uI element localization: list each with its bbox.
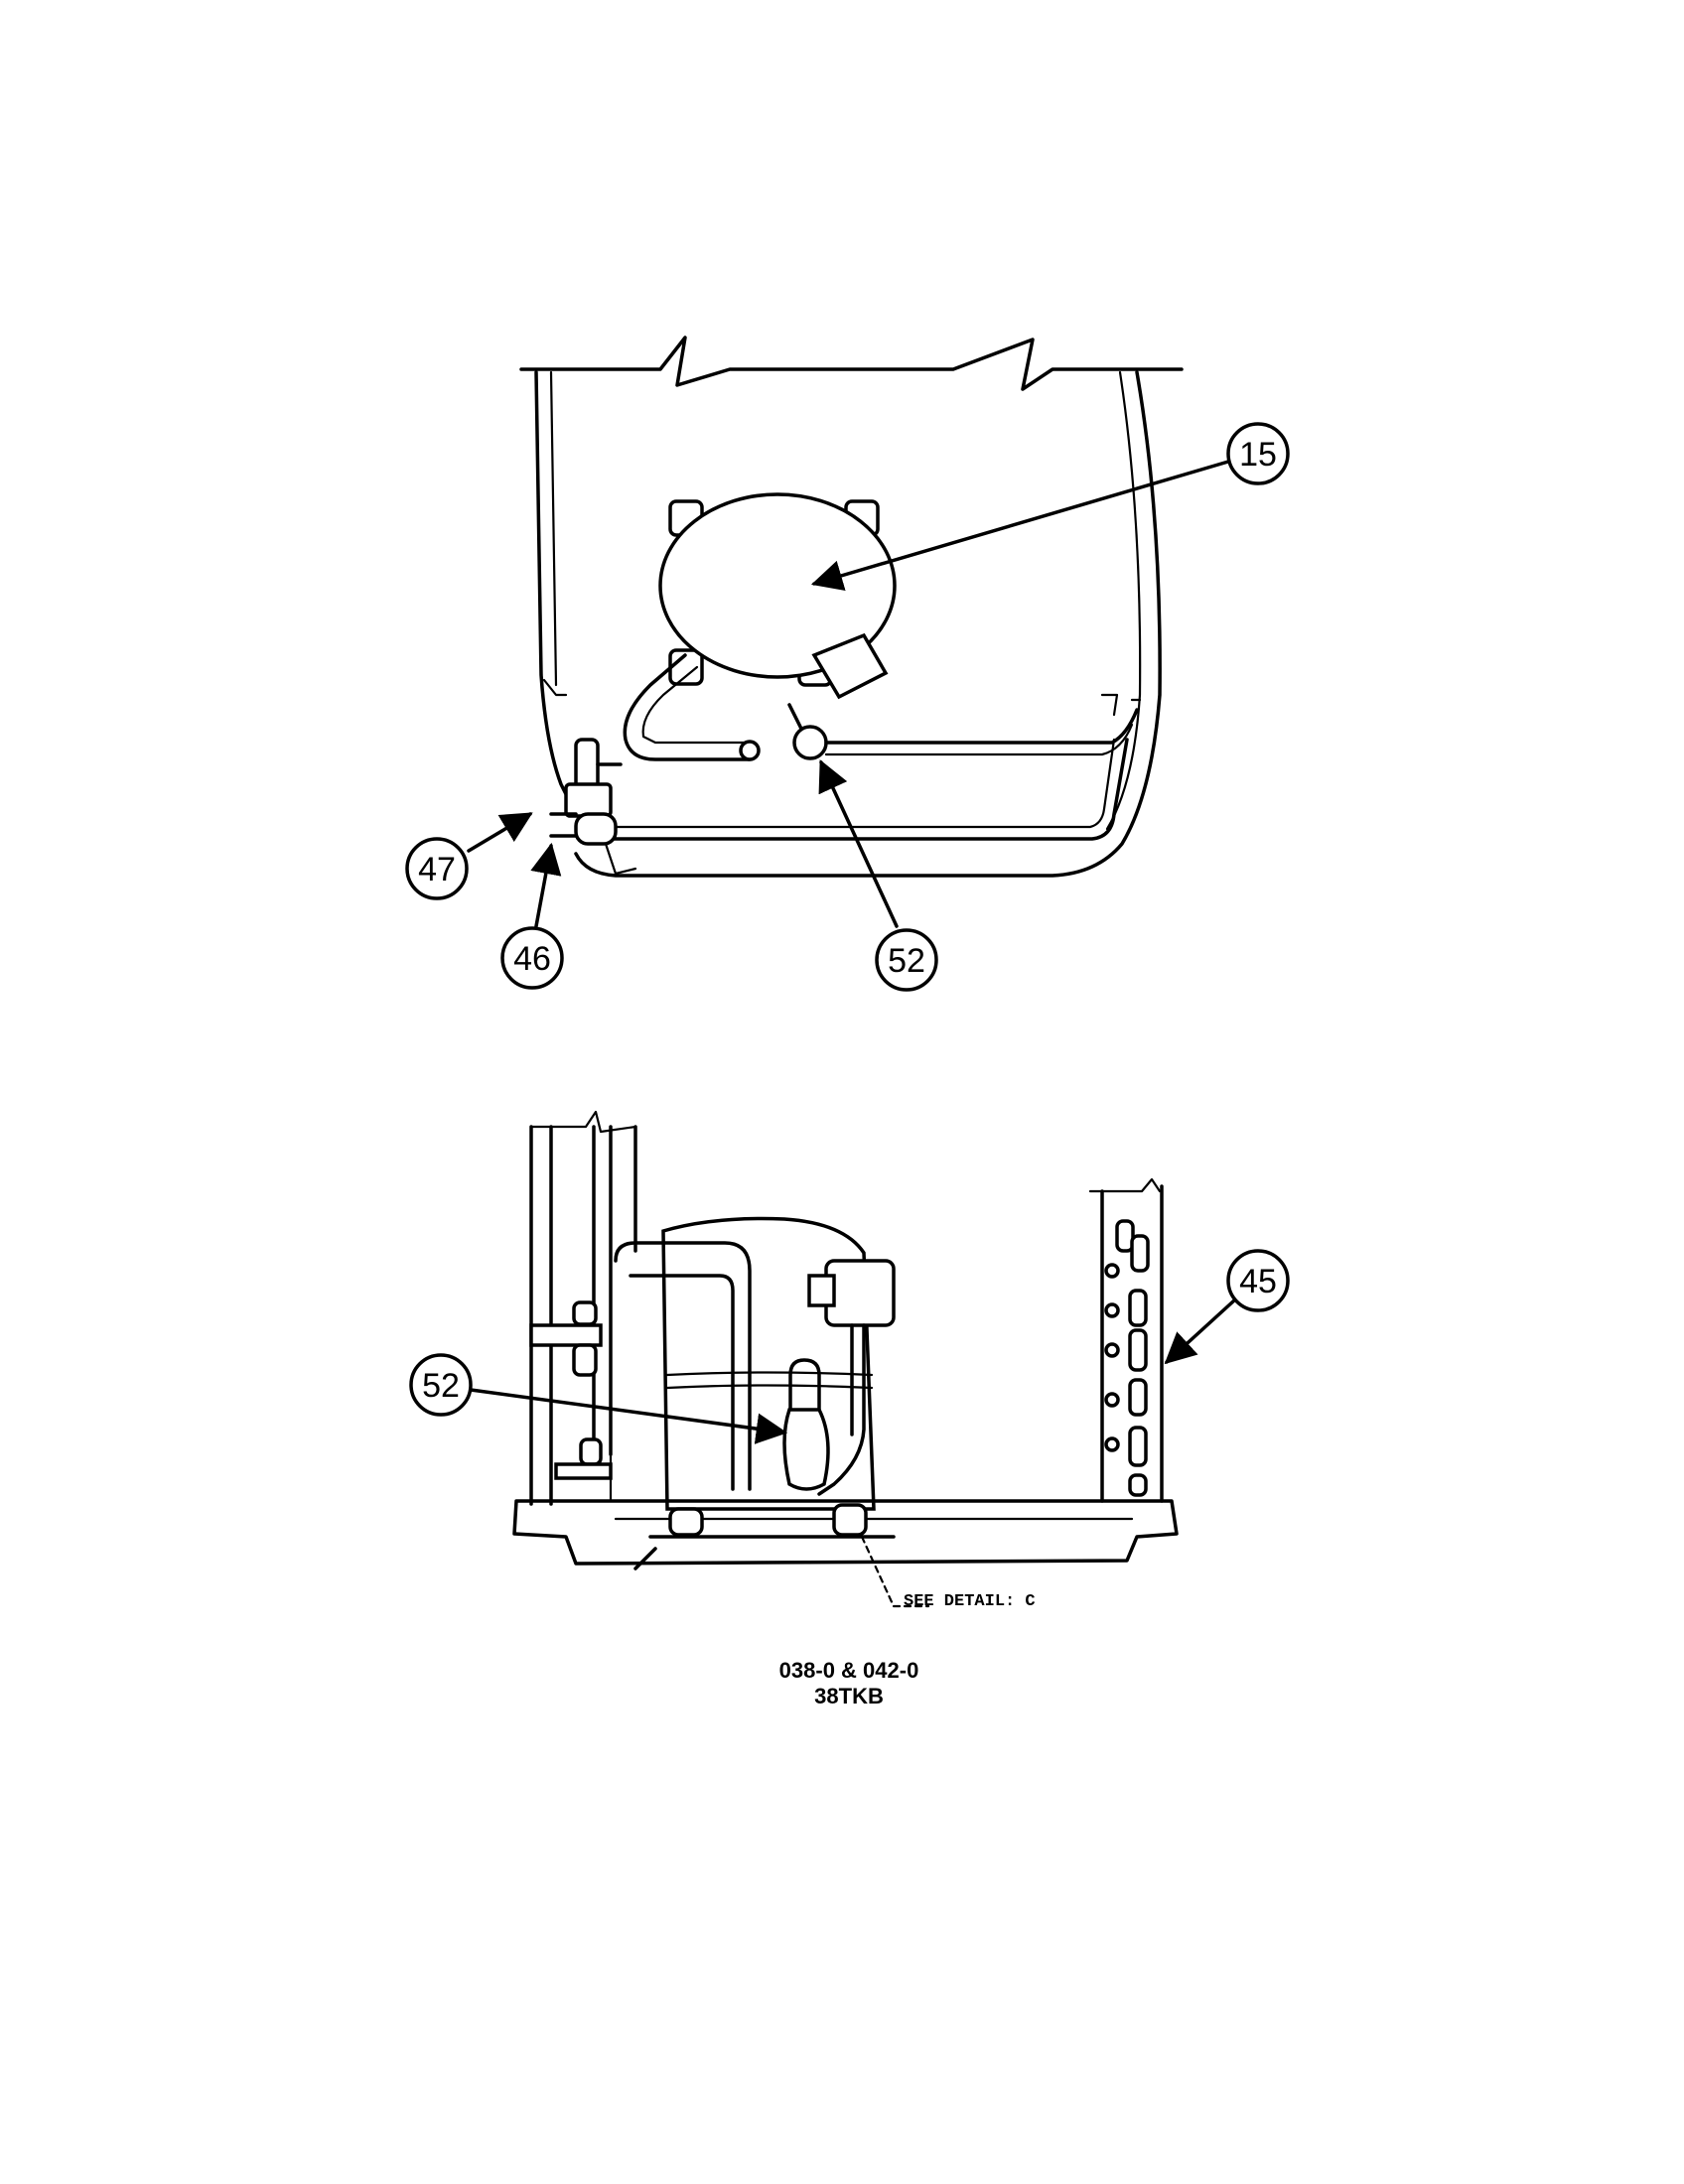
terminal-box-bottom [824,1259,896,1327]
callout-47-label: 47 [418,851,456,888]
service-valve-upper [574,738,600,791]
discharge-loop [788,1358,821,1412]
service-valve-46 [574,812,618,846]
callout-15-circle [1226,422,1290,485]
mounting-grommet-right [832,1503,868,1537]
callout-45-circle [1226,1249,1290,1312]
leader-52-bottom [469,1388,788,1444]
leader-52-top [818,759,899,928]
callout-52-top-circle [875,928,938,992]
bottom-view [512,1110,1179,1608]
suction-line [623,653,752,761]
caption-series: 38TKB [814,1684,884,1708]
discharge-fitting [792,725,828,760]
compressor-body [658,492,897,679]
detail-note: SEE DETAIL: C [904,1592,1036,1611]
callout-45-label: 45 [1239,1263,1277,1300]
leader-46 [530,842,562,928]
mounting-grommet-left [668,1507,704,1537]
leader-47 [467,812,533,853]
callout-15-label: 15 [1239,436,1277,474]
service-valve-upper-bottom [572,1300,598,1326]
caption-models: 038-0 & 042-0 [779,1658,919,1683]
break-line [519,336,1184,391]
callout-46-circle [500,926,564,990]
leader-45 [1164,1298,1236,1365]
callout-47-circle [405,837,469,900]
muffler [782,1408,830,1491]
callout-52-bottom-circle [409,1353,473,1417]
cabinet-wall-left [534,370,573,806]
terminal-box [811,632,889,700]
callout-46-label: 46 [513,940,551,978]
callout-52-bottom-label: 52 [422,1367,460,1405]
suction-pipe [614,1241,752,1491]
service-valve-47 [564,782,613,818]
top-view [519,336,1184,878]
base-pan [512,1499,1179,1566]
cabinet-wall-right [574,370,1162,878]
liquid-line [604,738,1129,841]
callout-52-top-label: 52 [888,942,925,980]
leader-15 [810,460,1230,592]
